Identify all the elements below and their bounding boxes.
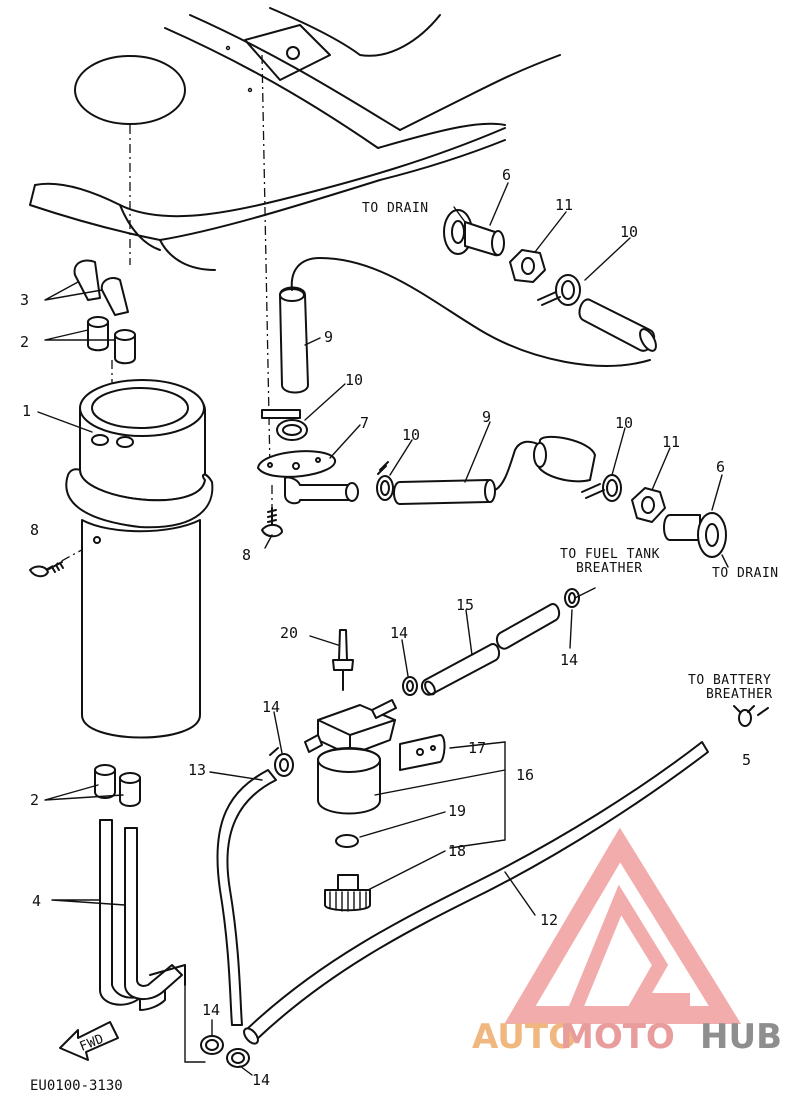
part-11-nut-right [631, 487, 666, 523]
callout-1: 1 [22, 402, 31, 420]
part-14-clamp-upper [402, 676, 418, 696]
callout-18: 18 [448, 842, 466, 860]
part-10-clamp-center [376, 461, 394, 501]
callout-16: 16 [516, 766, 534, 784]
callout-14-upper: 14 [390, 624, 408, 642]
annotation-to-drain-right: TO DRAIN [712, 566, 779, 581]
watermark-logo [504, 827, 742, 1024]
callout-12: 12 [540, 911, 558, 929]
part-7-fitting [257, 450, 359, 505]
part-16-filter-bowl [317, 747, 381, 815]
watermark-hub: HUB [700, 1017, 782, 1057]
part-5-clamp [733, 705, 769, 727]
callout-numbers: 3 2 1 8 2 4 6 11 10 9 10 7 10 9 10 11 6 … [20, 166, 751, 1089]
part-2-grommets-upper [87, 316, 136, 365]
part-9-hose-vertical [279, 257, 651, 394]
part-10-clamp-upper [261, 409, 308, 441]
callout-14-bottom-upper: 14 [202, 1001, 220, 1019]
callout-2-lower: 2 [30, 791, 39, 809]
callout-13: 13 [188, 761, 206, 779]
callout-4: 4 [32, 892, 41, 910]
callout-8-center: 8 [242, 546, 251, 564]
part-19-seal [335, 834, 359, 848]
annotation-fuel-tank-1: TO FUEL TANK [560, 547, 660, 562]
annotations: TO DRAIN TO DRAIN TO FUEL TANK BREATHER … [362, 201, 779, 702]
callout-10-center: 10 [402, 426, 420, 444]
callout-6-right: 6 [716, 458, 725, 476]
watermark-moto: MOTO [560, 1017, 675, 1057]
callout-6-top: 6 [502, 166, 511, 184]
part-9-hose-horizontal [393, 440, 541, 505]
hose-upper-right [578, 298, 657, 352]
annotation-to-drain-top: TO DRAIN [362, 201, 429, 216]
callout-2-upper: 2 [20, 333, 29, 351]
hull-deck [29, 7, 561, 271]
deck-opening [74, 55, 186, 125]
callout-10-top: 10 [620, 223, 638, 241]
part-12-hose [243, 741, 709, 1045]
part-2-grommets-lower [94, 764, 141, 807]
callout-14-bottom-lower: 14 [252, 1071, 270, 1089]
callout-5: 5 [742, 751, 751, 769]
callout-7: 7 [360, 414, 369, 432]
callout-14-breather: 14 [560, 651, 578, 669]
part-15-hoses [421, 603, 561, 696]
part-11-nut-top [509, 249, 546, 283]
callout-14-filter: 14 [262, 698, 280, 716]
hose-right-segment [533, 435, 596, 483]
part-14-clamps-bottom [200, 1035, 250, 1068]
arrow-fuel-tank [574, 587, 596, 599]
leader-lines [37, 182, 729, 1076]
callout-9-top: 9 [324, 328, 333, 346]
part-3-elbows [73, 259, 129, 316]
annotation-battery-1: TO BATTERY [688, 673, 771, 688]
fwd-arrow: FWD [59, 1021, 119, 1061]
part-18-drain-plug [324, 874, 371, 912]
part-6-drain-right [663, 512, 727, 558]
part-8-screw-center [261, 507, 283, 538]
callout-10-right: 10 [615, 414, 633, 432]
callout-19: 19 [448, 802, 466, 820]
part-1-canister [65, 379, 214, 739]
part-8-screw-left [29, 561, 64, 578]
part-4-tubes [99, 819, 186, 1011]
part-16-filter-head [304, 699, 446, 771]
watermark-auto: AUTO [472, 1017, 577, 1057]
callout-9-center: 9 [482, 408, 491, 426]
callout-17: 17 [468, 739, 486, 757]
callout-8-left: 8 [30, 521, 39, 539]
callout-15: 15 [456, 596, 474, 614]
annotation-battery-2: BREATHER [706, 687, 773, 702]
callout-3: 3 [20, 291, 29, 309]
callout-11-right: 11 [662, 433, 680, 451]
part-13-hose [216, 769, 277, 1026]
part-20-bolt [332, 629, 354, 691]
callout-11-top: 11 [555, 196, 573, 214]
part-14-clamp-breather [564, 588, 580, 608]
callout-20: 20 [280, 624, 298, 642]
annotation-fuel-tank-2: BREATHER [576, 561, 643, 576]
part-14-clamp-filter [269, 747, 294, 777]
diagram-code: EU0100-3130 [30, 1078, 123, 1094]
callout-10-upper-left: 10 [345, 371, 363, 389]
part-6-drain-top [443, 209, 505, 257]
part-10-clamp-top [537, 274, 581, 306]
